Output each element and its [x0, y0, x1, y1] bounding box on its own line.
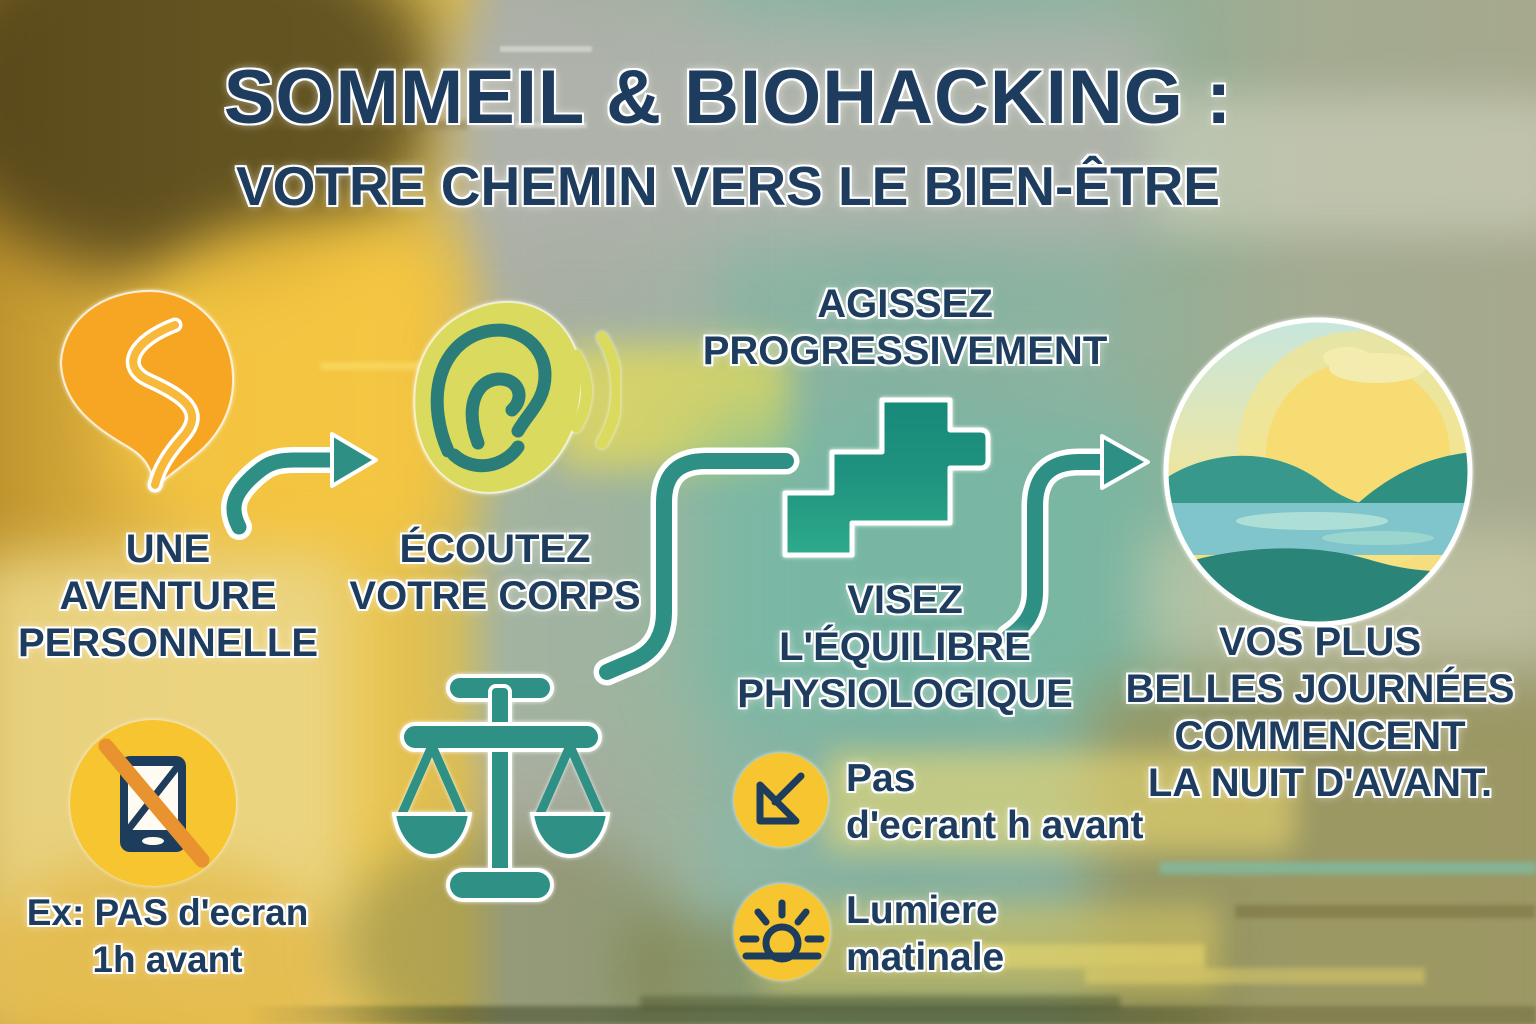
no-phone-icon — [68, 718, 238, 888]
ascending-stairs-icon — [770, 393, 1005, 561]
label-line: UNE — [125, 527, 211, 571]
label-line: VOTRE CORPS — [349, 574, 641, 618]
label-result: VOS PLUS BELLES JOURNÉES COMMENCENT LA N… — [1115, 619, 1525, 807]
label-line: LA NUIT D'AVANT. — [1147, 761, 1493, 805]
listening-ear-icon — [390, 293, 620, 515]
sunrise-landscape-icon — [1162, 316, 1474, 628]
label-adventure: UNE AVENTURE PERSONNELLE — [18, 526, 318, 667]
bullet-morning-light-text: Lumiere matinale — [846, 887, 1266, 981]
label-screen-example: Ex: PAS d'ecran 1h avant — [15, 889, 320, 983]
winding-path-pin-icon — [55, 285, 240, 520]
label-listen: ÉCOUTEZ VOTRE CORPS — [340, 526, 650, 620]
label-line: AGISSEZ — [817, 282, 993, 326]
streak — [1160, 862, 1536, 874]
bg-olive-bottom-center — [340, 830, 690, 1024]
streak — [0, 1006, 1536, 1024]
bg-yellow-left — [110, 215, 510, 565]
balance-scale-icon — [390, 672, 612, 906]
label-line: PERSONNELLE — [18, 621, 319, 665]
label-line: Lumiere — [846, 889, 998, 932]
streak — [640, 996, 1120, 1009]
label-line: COMMENCENT — [1174, 714, 1466, 758]
arrow-3-head — [1100, 434, 1150, 490]
page-title: SOMMEIL & BIOHACKING : — [223, 55, 1233, 140]
label-line: matinale — [846, 936, 1005, 979]
corner-arrow-icon — [733, 752, 829, 848]
label-line: VOS PLUS — [1218, 620, 1422, 664]
streak — [1235, 905, 1535, 918]
label-line: VISEZ — [847, 578, 963, 622]
label-line: d'ecrant h avant — [846, 804, 1144, 847]
label-line: 1h avant — [92, 939, 243, 980]
label-line: ÉCOUTEZ — [399, 527, 591, 571]
label-line: BELLES JOURNÉES — [1125, 667, 1515, 711]
bullet-no-screen-text: Pas d'ecrant h avant — [846, 755, 1266, 849]
label-act-heading: AGISSEZ PROGRESSIVEMENT — [700, 281, 1110, 375]
arrow-1-outline — [221, 447, 345, 540]
label-line: AVENTURE — [59, 574, 277, 618]
label-line: Ex: PAS d'ecran — [26, 892, 309, 933]
label-act-subheading: VISEZ L'ÉQUILIBRE PHYSIOLOGIQUE — [700, 577, 1110, 718]
bg-dark-top-left — [0, 0, 440, 280]
morning-sun-icon — [733, 883, 831, 981]
label-line: PROGRESSIVEMENT — [702, 329, 1108, 373]
label-line: L'ÉQUILIBRE — [779, 625, 1031, 669]
page-subtitle: VOTRE CHEMIN VERS LE BIEN-ÊTRE — [236, 155, 1220, 217]
arrow-1-head — [330, 432, 378, 488]
streak — [500, 46, 592, 52]
label-line: Pas — [846, 757, 916, 800]
streak — [320, 362, 450, 370]
label-line: PHYSIOLOGIQUE — [737, 672, 1073, 716]
arrow-1 — [226, 452, 340, 535]
